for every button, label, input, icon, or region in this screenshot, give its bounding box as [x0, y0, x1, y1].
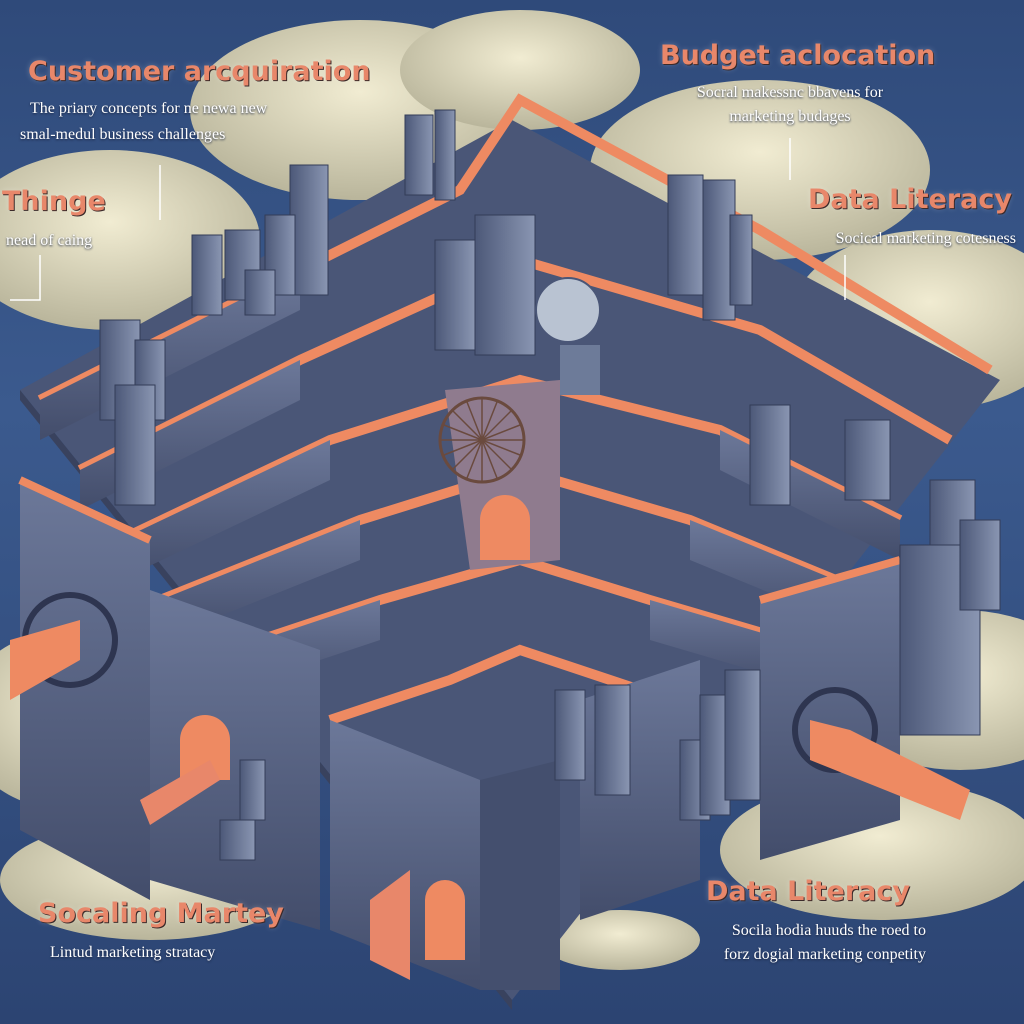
- building: [729, 214, 753, 306]
- arch-door: [180, 715, 230, 780]
- building: [289, 164, 329, 296]
- building: [724, 669, 761, 801]
- building: [434, 239, 476, 351]
- building: [219, 819, 256, 861]
- data-literacy-top-line1: Socical marketing cotesness: [835, 230, 1016, 247]
- cloud: [400, 10, 640, 130]
- leader-lines: [10, 138, 846, 301]
- building: [404, 114, 434, 196]
- ramp: [810, 720, 970, 820]
- building: [239, 759, 266, 821]
- thinge-title: Thinge: [2, 186, 106, 217]
- building: [959, 519, 1001, 611]
- budget-allocation-line1: Socral makessnc bbavens for: [696, 84, 884, 101]
- building: [594, 684, 631, 796]
- building: [114, 384, 156, 506]
- customer-acquisition-line1: The priary concepts for ne newa new: [30, 100, 268, 117]
- building: [554, 689, 586, 781]
- customer-acquisition-line2: smal-medul business challenges: [20, 126, 226, 143]
- center-structure: [438, 277, 601, 570]
- globe: [535, 277, 601, 343]
- socaling-martey-line1: Lintud marketing stratacy: [50, 944, 216, 961]
- central-tower: [445, 380, 560, 570]
- maze-wall: [120, 440, 330, 580]
- maze-wall: [160, 520, 360, 640]
- data-literacy-top-title: Data Literacy: [808, 184, 1012, 215]
- ramp: [10, 620, 80, 700]
- cloud: [540, 910, 700, 970]
- building: [844, 419, 891, 501]
- fan-spokes: [440, 398, 524, 482]
- front-wall-left: [20, 480, 150, 900]
- data-literacy-bottom-line1: Socila hodia huuds the roed to: [731, 922, 926, 939]
- front-wall-right: [760, 560, 900, 860]
- tower: [560, 345, 600, 395]
- front-wall: [480, 760, 560, 990]
- front-wall: [150, 590, 320, 930]
- building: [474, 214, 536, 356]
- building: [191, 234, 223, 316]
- data-literacy-bottom-line2: forz dogial marketing conpetity: [723, 946, 926, 963]
- building: [434, 109, 456, 201]
- stairs: [370, 870, 410, 980]
- arch-door: [425, 880, 465, 960]
- buildings: [99, 109, 1001, 861]
- building: [749, 404, 791, 506]
- thinge-line1: nead of caing: [6, 232, 93, 249]
- data-literacy-bottom-title: Data Literacy: [706, 876, 910, 907]
- ramp: [140, 760, 220, 825]
- budget-allocation-title: Budget aclocation: [660, 40, 936, 71]
- building: [244, 269, 276, 316]
- building: [667, 174, 704, 296]
- customer-acquisition-title: Customer arcquiration: [28, 56, 371, 87]
- budget-allocation-line2: marketing budages: [729, 108, 851, 125]
- arch-door: [480, 495, 530, 560]
- socaling-martey-title: Socaling Martey: [38, 898, 284, 929]
